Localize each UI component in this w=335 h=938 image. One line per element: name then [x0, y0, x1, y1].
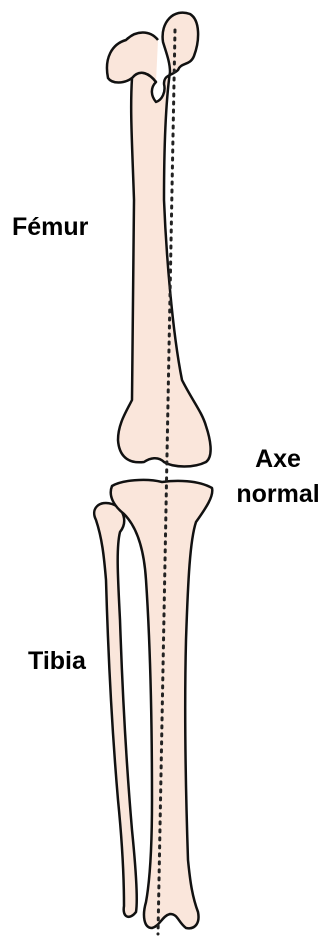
- axis-label-line2: normal: [222, 477, 334, 512]
- tibia-label: Tibia: [28, 646, 86, 676]
- normal-axis-label: Axe normal: [222, 442, 334, 512]
- femur-label: Fémur: [12, 212, 88, 242]
- femur-head: [107, 33, 158, 83]
- axis-label-line1: Axe: [222, 442, 334, 477]
- fibula-bone: [94, 503, 137, 917]
- femur-bone: [118, 13, 211, 467]
